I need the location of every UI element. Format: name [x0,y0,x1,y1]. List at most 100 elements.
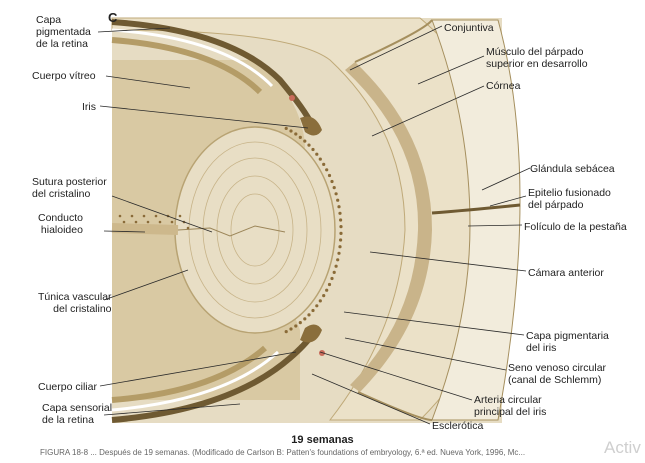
hyaloid-dot [142,214,146,218]
hyaloid-dot [158,220,162,224]
vascular-dot [289,327,293,331]
iris-top [300,116,322,136]
vascular-dot [318,299,322,303]
hyaloid-dot [186,226,190,230]
hyaloid-dot [134,220,138,224]
label-cuerpo-ciliar: Cuerpo ciliar [38,381,97,393]
leader-line [344,337,507,371]
leader-line [105,75,191,89]
hyaloid-dot [118,214,122,218]
eyelid-fusion [431,203,521,215]
vascular-dot [307,143,311,147]
vascular-dot [311,308,315,313]
leader-line [349,25,443,71]
leader-line [489,195,527,207]
vascular-dot [336,258,340,262]
vascular-dot [315,304,319,308]
vascular-dot [327,173,332,178]
panel-letter: C [108,10,118,25]
leader-lines [97,25,531,425]
vascular-dot [294,132,298,136]
vascular-dot [330,276,334,281]
vascular-dot [311,147,315,152]
label-glandula-sebacea: Glándula sebácea [530,163,615,175]
leader-line [369,251,527,272]
label-foliculo-pestana: Folículo de la pestaña [524,221,627,233]
vascular-dot [303,139,307,143]
vascular-dot [298,321,302,325]
leader-line [103,269,189,301]
vascular-dot [332,186,336,190]
label-conducto-hialoideo: Conducto hialoideo [38,212,83,236]
vascular-dot [338,211,342,215]
retina-top-white [111,28,274,88]
vascular-dot [339,231,343,235]
vascular-dot [334,192,338,196]
label-epitelio-fusionado: Epitelio fusionado del párpado [528,187,611,211]
retina-bottom-white [111,350,280,412]
vascular-dot [330,179,334,184]
hyaloid-dot [146,220,150,224]
leader-line [103,403,241,416]
conjunctiva-line-bottom [357,391,433,421]
iris-artery-top [289,95,295,101]
vascular-dot [339,238,343,242]
label-arteria-circular: Arteria circular principal del iris [474,394,547,418]
label-cornea: Córnea [486,80,521,92]
label-capa-sensorial: Capa sensorial de la retina [42,402,113,426]
label-capa-pigmentaria-iris: Capa pigmentaria del iris [526,330,609,354]
vascular-dot [284,330,288,334]
conjunctiva-line [354,19,433,63]
hyaloid-dot [154,214,158,218]
label-sutura-posterior: Sutura posterior del cristalino [32,176,107,200]
leader-line [343,311,525,336]
leader-line [99,105,309,129]
label-esclerotica: Esclerótica [432,420,484,432]
eyelid-region [431,19,521,421]
vascular-dot [322,162,326,166]
vascular-dot [332,270,336,274]
vascular-dot [334,264,338,268]
leader-line [467,224,523,227]
leader-line [99,351,297,387]
caption-title: 19 semanas [291,434,354,446]
hyaloid-dot [178,214,182,218]
retina-top-tan [111,37,263,95]
lens-suture [177,225,286,237]
leader-line [111,195,213,233]
label-seno-venoso: Seno venoso circular (canal de Schlemm) [508,362,607,386]
watermark: Activ [604,438,641,457]
caption-line: FIGURA 18-8 ... Después de 19 semanas. (… [40,448,526,457]
leader-line [481,167,531,191]
label-camara-anterior: Cámara anterior [528,267,604,279]
vascular-dot [339,218,343,222]
vascular-dot [336,198,340,202]
vascular-dot [303,317,307,321]
vascular-dot [284,126,288,130]
vascular-dot [315,152,319,156]
vascular-dot [322,294,326,298]
hyaloid-canal [111,223,179,235]
hyaloid-dot [130,214,134,218]
vascular-dot [298,135,302,139]
vascular-dot [325,168,329,172]
label-cuerpo-vitreo: Cuerpo vítreo [32,70,96,82]
leader-line [103,230,146,233]
leader-line [319,351,473,401]
vascular-dot [289,129,293,133]
leader-line [371,85,485,137]
leader-line [417,55,485,85]
retina-bottom-dark [111,333,315,423]
iris-bottom [300,324,322,343]
label-iris: Iris [82,101,96,113]
retina-bottom-tan [111,345,267,403]
vascular-dot [338,245,342,249]
label-conjuntiva: Conjuntiva [444,22,494,34]
vascular-dot [337,205,341,209]
hyaloid-dot [170,220,174,224]
vascular-dot [339,225,343,229]
hyaloid-dot [122,220,126,224]
vascular-dot [337,251,341,255]
